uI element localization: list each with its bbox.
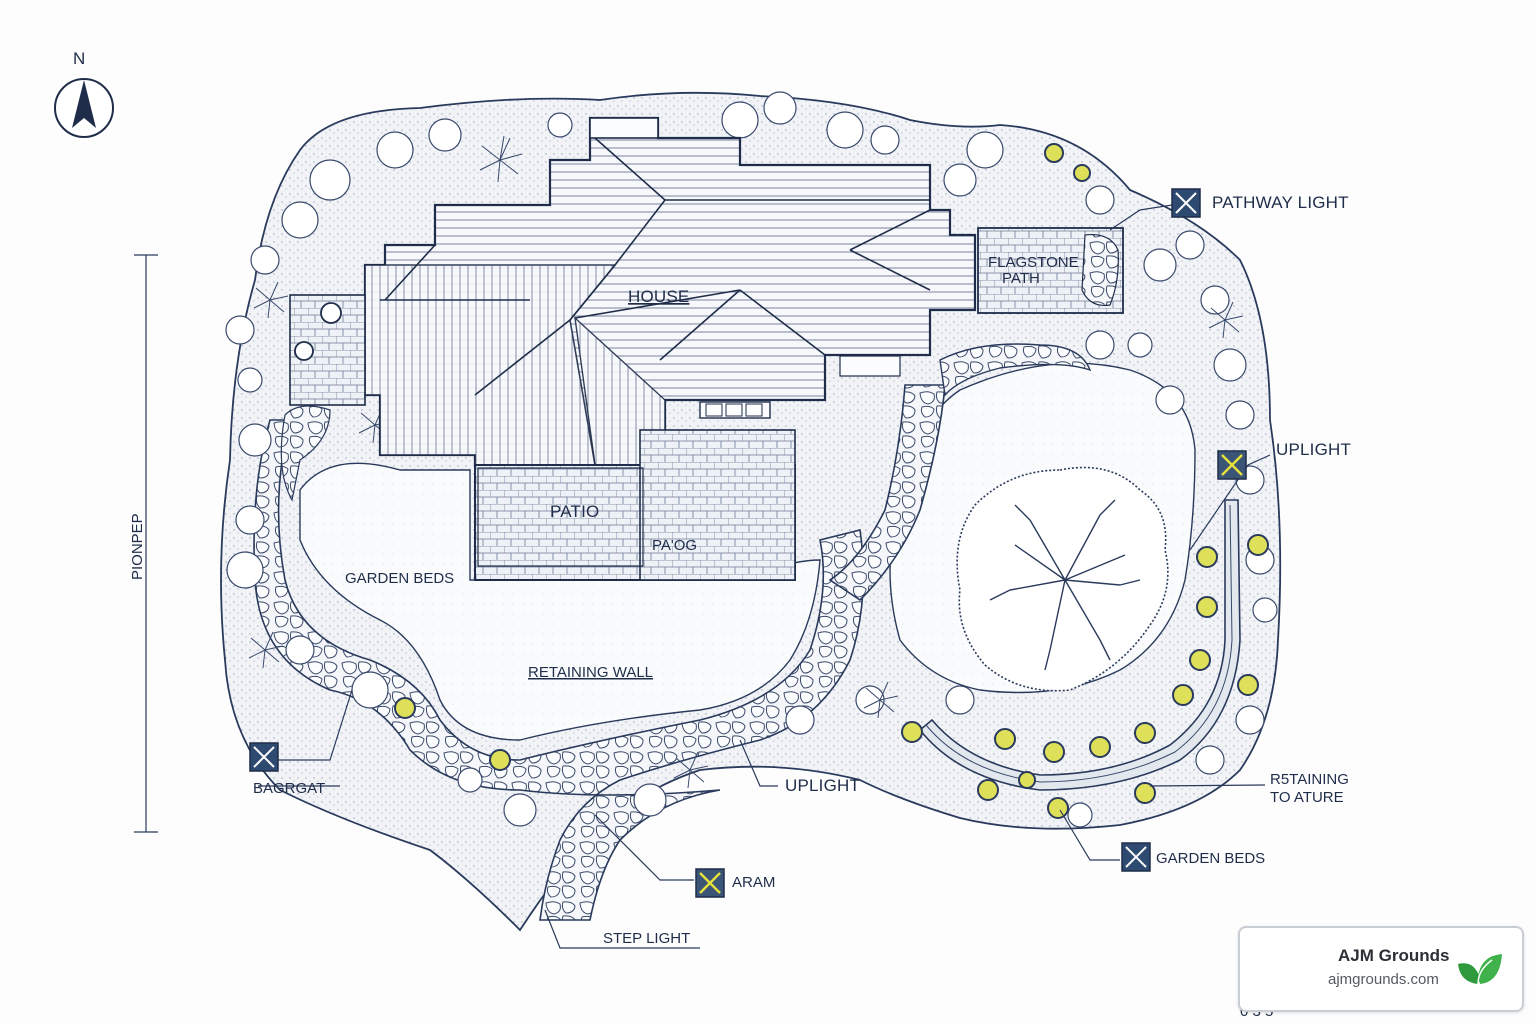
bagrgat-label: BAGRGAT — [253, 780, 325, 797]
stone-walkway-center — [828, 384, 946, 602]
garden-beds-right-label: GARDEN BEDS — [1156, 850, 1265, 867]
dimension-label: PIONPEP — [129, 513, 146, 580]
north-arrow — [54, 78, 114, 138]
pathway-light-label: PATHWAY LIGHT — [1212, 193, 1349, 212]
bagrgat-marker — [249, 742, 279, 772]
stone-walkway-left — [253, 419, 865, 921]
aram-label: ARAM — [732, 874, 775, 891]
leaf-icon — [1458, 954, 1502, 985]
specimen-tree — [956, 466, 1169, 692]
garden-beds-left-label: GARDEN BEDS — [345, 570, 454, 587]
house-label: HOUSE — [628, 287, 689, 306]
patio-small-label: PA'OG — [652, 537, 697, 554]
flagstone-label-1: FLAGSTONE — [988, 254, 1079, 271]
retaining-feature-label-1: R5TAINING — [1270, 771, 1349, 788]
flagstone-label-2: PATH — [1002, 270, 1040, 287]
uplight-right-label: UPLIGHT — [1276, 440, 1351, 459]
logo-url: ajmgrounds.com — [1328, 971, 1439, 988]
retaining-feature-label-2: TO ATURE — [1270, 789, 1344, 806]
pathway-light-marker — [1171, 188, 1201, 218]
step-light-label: STEP LIGHT — [603, 930, 690, 947]
stone-path-left-top — [280, 405, 331, 502]
logo-name: AJM Grounds — [1338, 946, 1450, 965]
dimension-line — [134, 254, 158, 833]
stone-walkway-top-right — [939, 343, 1092, 397]
uplight-center-label: UPLIGHT — [785, 776, 860, 795]
shrubs — [225, 91, 1278, 828]
retaining-wall-label: RETAINING WALL — [528, 664, 653, 681]
patio-label: PATIO — [550, 502, 600, 521]
yellow-lights — [394, 143, 1269, 819]
north-label: N — [73, 49, 85, 68]
garden-beds-right-marker — [1121, 842, 1151, 872]
uplight-right-marker — [1217, 450, 1247, 480]
house-roof — [363, 116, 977, 467]
aram-marker — [695, 868, 725, 898]
logo-card[interactable]: AJM Grounds ajmgrounds.com — [1238, 926, 1524, 1012]
leader-lines — [258, 204, 1271, 949]
